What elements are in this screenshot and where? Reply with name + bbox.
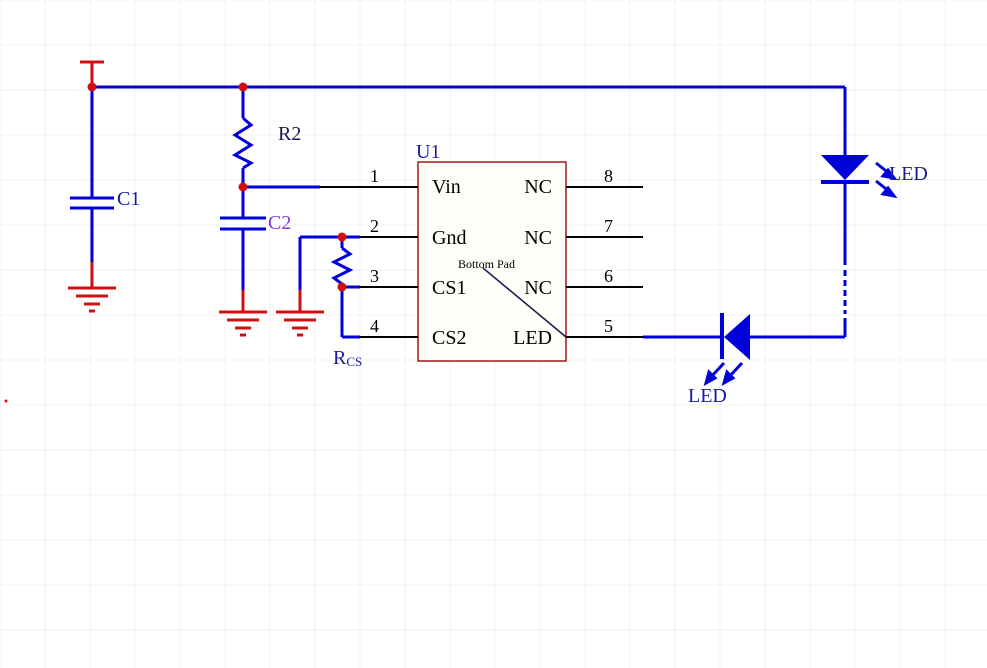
pin-num-1: 1 [370, 166, 379, 186]
pin-num-3: 3 [370, 266, 379, 286]
pin-num-7: 7 [604, 216, 613, 236]
led-bottom: LED [688, 313, 795, 407]
pin-num-8: 8 [604, 166, 613, 186]
ground-symbol-rcs [276, 310, 324, 337]
bottom-pad-label: Bottom Pad [458, 257, 515, 271]
capacitor-c2: C2 [220, 212, 291, 312]
pin-name-3: CS1 [432, 277, 466, 299]
pin-name-2: Gnd [432, 227, 466, 249]
junction-dots [4, 82, 347, 403]
led-bottom-label: LED [688, 385, 727, 407]
c1-label: C1 [117, 188, 140, 210]
pin-name-8: NC [524, 176, 552, 198]
resistor-r2: R2 [231, 87, 301, 218]
pin-num-6: 6 [604, 266, 613, 286]
rcs-label: RCS [333, 347, 362, 369]
led-top-label: LED [889, 163, 928, 185]
pin-num-2: 2 [370, 216, 379, 236]
pin-name-1: Vin [432, 176, 461, 198]
c2-label: C2 [268, 212, 291, 234]
capacitor-c1: C1 [70, 87, 140, 288]
pin-name-4: CS2 [432, 327, 466, 349]
ic-u1: U1 Bottom Pad Vin Gnd CS1 CS2 NC NC NC L… [416, 141, 567, 362]
pin-name-7: NC [524, 227, 552, 249]
power-rail [92, 85, 847, 155]
wire-led-output [643, 195, 847, 339]
r2-label: R2 [278, 123, 301, 145]
ground-symbol-c1 [68, 286, 116, 313]
ic-pins-left [320, 186, 418, 338]
pin-name-5: LED [513, 327, 552, 349]
ground-symbol-c2 [219, 310, 267, 337]
ic-pins-right [566, 186, 643, 338]
resistor-rcs: RCS [298, 235, 362, 369]
led-top: LED [821, 155, 928, 199]
pin-num-4: 4 [370, 316, 379, 336]
pin-name-6: NC [524, 277, 552, 299]
pin-num-5: 5 [604, 316, 613, 336]
u1-label: U1 [416, 141, 440, 163]
bottom-pad-line [482, 267, 567, 338]
